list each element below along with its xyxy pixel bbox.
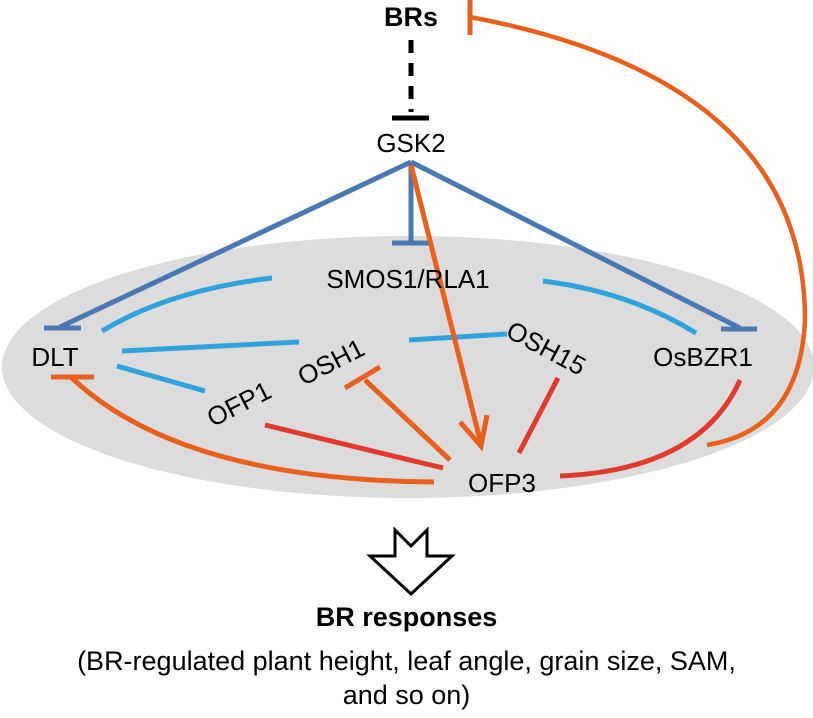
edge-ofp3-inhibits-brs [467, 0, 808, 448]
node-gsk2: GSK2 [376, 128, 445, 158]
nucleus-ellipse [2, 236, 813, 498]
edge-gsk2-activates-ofp3 [408, 164, 490, 452]
output-title: BR responses [315, 602, 498, 632]
edge-ofp3-inhibits-osh1 [343, 364, 452, 462]
edge-ofp3-osh15 [516, 376, 561, 455]
edge-ofp3-ofp1 [264, 422, 444, 471]
edge-gsk2-inhibits-osbzr1 [409, 159, 757, 332]
edge-dlt-osh15-left [121, 339, 300, 354]
node-brs: BRs [384, 2, 438, 32]
edge-dlt-ofp1 [116, 363, 206, 394]
edge-ofp3-inhibits-dlt [51, 374, 435, 485]
hollow-down-arrow-icon [366, 526, 456, 597]
edge-gsk2-inhibits-smos1 [392, 162, 430, 246]
node-ofp3: OFP3 [468, 468, 536, 498]
edge-gsk2-inhibits-dlt [44, 159, 413, 331]
edge-smos1-osbzr1 [542, 278, 698, 336]
node-dlt: DLT [31, 342, 78, 372]
node-smos1-rla1: SMOS1/RLA1 [326, 264, 489, 294]
edge-ofp3-osbzr1 [559, 378, 743, 479]
edge-smos1-dlt [100, 275, 273, 334]
edge-brs-inhibits-gsk2 [392, 40, 429, 121]
edge-dlt-osh15-right [408, 331, 508, 343]
output-description-line1: (BR-regulated plant height, leaf angle, … [77, 646, 736, 676]
node-osbzr1: OsBZR1 [653, 342, 753, 372]
output-description-line2: and so on) [342, 680, 471, 710]
